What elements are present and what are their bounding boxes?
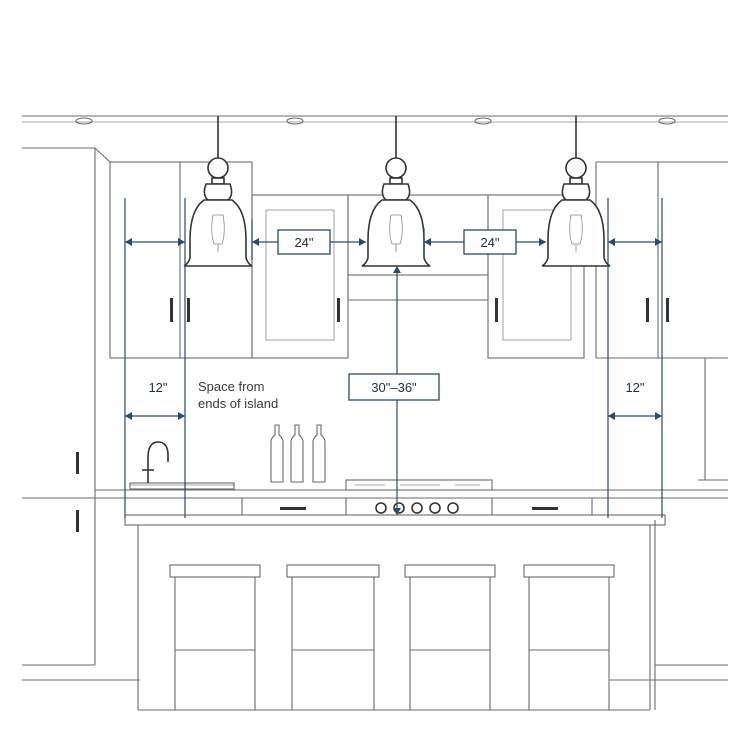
height-dimension: 30"–36" (348, 266, 440, 515)
bar-stool (169, 564, 261, 710)
end-space-note: Space from ends of island (198, 379, 278, 411)
pendant-light-center (361, 116, 431, 267)
cabinet-handle (495, 298, 498, 322)
drawer-handle (280, 507, 306, 510)
cabinet-handle (337, 298, 340, 322)
pendant-light-right (541, 116, 611, 267)
cabinet-handle (76, 510, 79, 532)
faucet (142, 441, 169, 483)
end-clearance-dimension-left: 12" (125, 380, 185, 420)
pendant-light-left (183, 116, 253, 267)
stove-knob (375, 502, 387, 514)
left-tall-cabinet (22, 147, 140, 681)
bar-stool (404, 564, 496, 710)
cabinet-handle (170, 298, 173, 322)
back-counter (95, 479, 728, 499)
cabinet-handle (76, 452, 79, 474)
stove-knob (411, 502, 423, 514)
spacing-dimension-left: 24" (252, 229, 366, 255)
cabinet-handle (666, 298, 669, 322)
upper-cabinets-right (487, 194, 585, 359)
pendant-offset-dimension-left (125, 238, 185, 246)
end-note-line1: Space from (198, 379, 264, 394)
height-label: 30"–36" (371, 380, 417, 395)
end-note-line2: ends of island (198, 396, 278, 411)
bottles (270, 424, 326, 483)
dimension-guides (124, 198, 663, 518)
island (124, 498, 666, 711)
pendant-offset-dimension-right (608, 238, 662, 246)
bar-stools (169, 564, 615, 710)
ceiling (22, 115, 728, 125)
bar-stool (523, 564, 615, 710)
stove-knob (447, 502, 459, 514)
bar-stool (286, 564, 380, 710)
end-clearance-label-left: 12" (148, 380, 167, 395)
drawer-handle (532, 507, 558, 510)
stove-knob (429, 502, 441, 514)
cabinet-handle (646, 298, 649, 322)
cabinet-handle (187, 298, 190, 322)
end-clearance-dimension-right: 12" (608, 380, 662, 420)
end-clearance-label-right: 12" (625, 380, 644, 395)
spacing-label-left: 24" (294, 235, 313, 250)
spacing-dimension-right: 24" (424, 229, 546, 255)
spacing-label-right: 24" (480, 235, 499, 250)
